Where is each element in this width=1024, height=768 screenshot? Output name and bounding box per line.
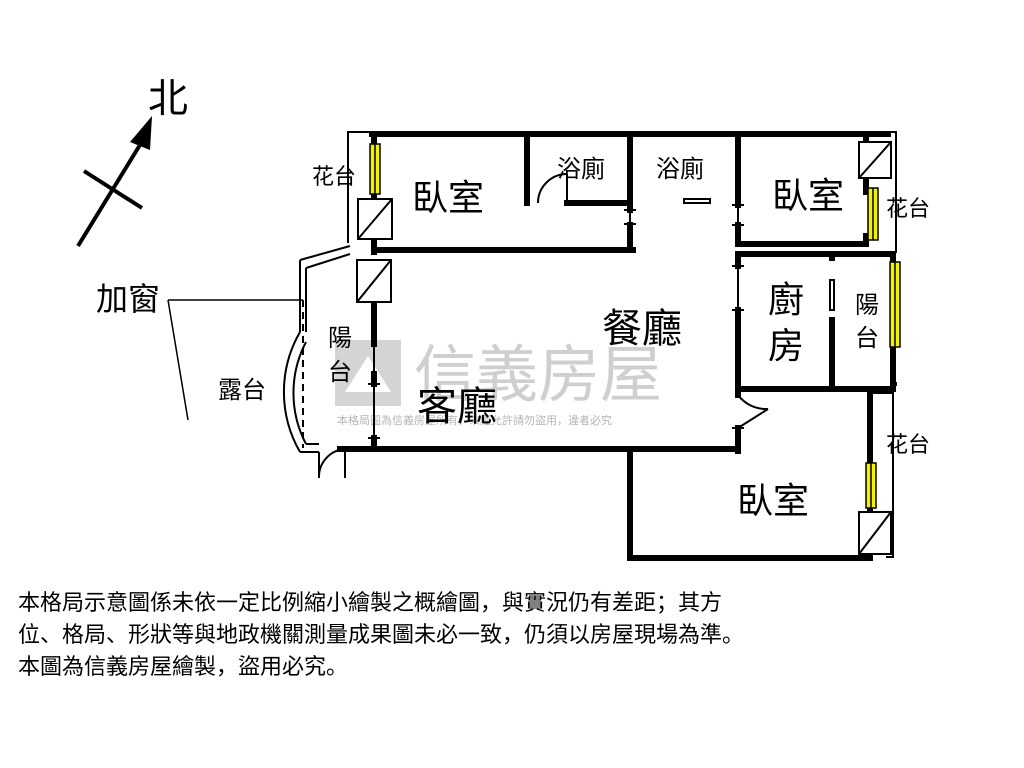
watermark-notice: 本格局圖為信義房屋所有，未經允許請勿盜用，違者必究 <box>337 413 612 427</box>
north-arrow-icon <box>76 116 152 248</box>
balcony-w-label-2: 台 <box>328 358 352 386</box>
added-window-label: 加窗 <box>96 280 160 318</box>
terrace-outline <box>282 245 351 453</box>
bath-1-label: 浴廁 <box>557 155 605 183</box>
compass-label: 北 <box>148 76 188 122</box>
disclaimer-line-2: 位、格局、形狀等與地政機關測量成果圖未必一致，仍須以房屋現場為準。 <box>18 623 745 648</box>
watermark: 信義房屋 本格局圖為信義房屋所有，未經允許請勿盜用，違者必究 <box>335 338 662 427</box>
balcony-w-label-1: 陽 <box>328 324 352 352</box>
dining-label: 餐廳 <box>602 306 682 352</box>
windows <box>369 143 901 509</box>
doors <box>317 173 769 479</box>
terrace-label: 露台 <box>218 376 266 404</box>
bedroom-ne-label: 臥室 <box>772 176 844 217</box>
disclaimer-line-3: 本圖為信義房屋繪製，盜用必究。 <box>18 655 349 680</box>
balcony-e-label-2: 台 <box>855 324 879 352</box>
pillar-boxes <box>356 141 892 555</box>
bedroom-nw-label: 臥室 <box>412 178 484 219</box>
living-door-icon <box>737 408 769 429</box>
bath-2-label: 浴廁 <box>656 155 704 183</box>
floor-plan: 信義房屋 本格局圖為信義房屋所有，未經允許請勿盜用，違者必究 北 <box>76 76 930 561</box>
watermark-brand: 信義房屋 <box>414 338 662 411</box>
annotation-leaders <box>167 299 303 421</box>
kitchen-label-1: 廚 <box>768 280 804 321</box>
planter-e-label: 花台 <box>886 433 930 458</box>
disclaimer: 本格局示意圖係未依一定比例縮小繪製之概繪圖，與實況仍有差距；其方 位、格局、形狀… <box>18 588 1008 684</box>
walls <box>337 131 896 561</box>
bedroom-s-label: 臥室 <box>737 481 809 522</box>
planter-nw-label: 花台 <box>312 165 356 190</box>
disclaimer-line-1: 本格局示意圖係未依一定比例縮小繪製之概繪圖，與實況仍有差距；其方 <box>18 591 723 616</box>
living-label: 客廳 <box>417 384 497 430</box>
kitchen-label-2: 房 <box>768 326 804 367</box>
balcony-e-label-1: 陽 <box>855 291 879 319</box>
planter-ne-label: 花台 <box>886 197 930 222</box>
